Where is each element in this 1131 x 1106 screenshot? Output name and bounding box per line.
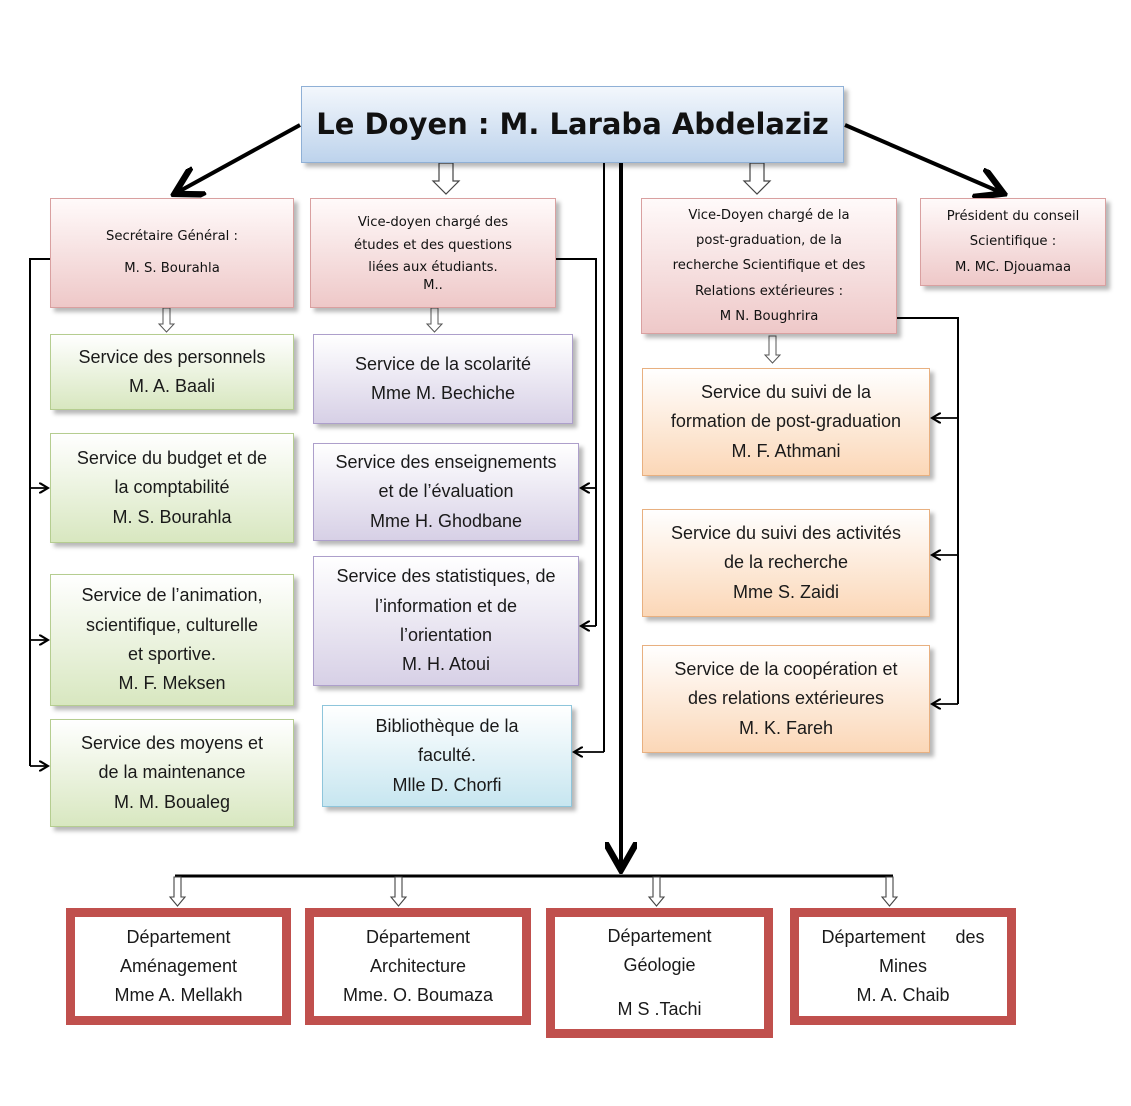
department-architecture: Département Architecture Mme. O. Boumaza [305, 908, 531, 1025]
secretary-box: Secrétaire Général : M. S. Bourahla [50, 198, 294, 308]
department-label: Département [365, 926, 471, 947]
service-title: Service des personnels [78, 346, 266, 367]
service-title: Service des enseignements [335, 452, 557, 472]
arrow-dean-secretary [178, 123, 301, 192]
service-title: de la recherche [723, 552, 849, 573]
department-drop-arrows [168, 876, 899, 907]
department-name: Aménagement [119, 955, 238, 976]
vd-studies-name: M.. [423, 278, 443, 294]
hollow-arrow-vd-studies [431, 162, 461, 195]
service-statistiques: Service des statistiques, de l’informati… [313, 556, 579, 686]
service-title: Service du suivi des activités [670, 523, 902, 543]
library-title: Bibliothèque de la [375, 716, 519, 736]
service-head: M. K. Fareh [738, 717, 834, 738]
service-title: et sportive. [127, 644, 217, 664]
library-head: Mlle D. Chorfi [392, 774, 502, 795]
service-title: Service de l’animation, [81, 585, 263, 606]
vd-postgrad-title-2: post-graduation, de la [696, 233, 842, 249]
vd-postgrad-title-1: Vice-Doyen chargé de la [688, 208, 850, 224]
vd-studies-box: Vice-doyen chargé des études et des ques… [310, 198, 556, 308]
service-head: M. S. Bourahla [112, 506, 232, 527]
department-mines: Département des Mines M. A. Chaib [790, 908, 1016, 1025]
department-head: M. A. Chaib [856, 985, 950, 1006]
dean-label: Le Doyen : M. Laraba Abdelaziz [316, 107, 829, 142]
service-head: M. M. Boualeg [113, 791, 231, 812]
president-box: Président du conseil Scientifique : M. M… [920, 198, 1106, 286]
president-title-2: Scientifique : [969, 234, 1057, 250]
service-head: M. A. Baali [128, 376, 216, 396]
department-amenagement: Département Aménagement Mme A. Mellakh [66, 908, 291, 1025]
vd-studies-title-3: liées aux étudiants. [368, 259, 498, 275]
service-animation: Service de l’animation, scientifique, cu… [50, 574, 294, 706]
service-title: l’orientation [399, 625, 493, 645]
department-head: Mme. O. Boumaza [342, 985, 494, 1006]
service-head: M. F. Meksen [118, 673, 226, 694]
service-title: et de l’évaluation [378, 481, 514, 502]
department-head: Mme A. Mellakh [114, 985, 243, 1006]
vd-postgrad-title-3: recherche Scientifique et des [672, 258, 866, 274]
department-name: Géologie [623, 955, 696, 976]
arrow-dean-president [844, 123, 1000, 192]
service-title: Service du budget et de [76, 448, 268, 468]
president-name: M. MC. Djouamaa [954, 259, 1072, 275]
service-title: la comptabilité [114, 477, 230, 498]
service-maintenance: Service des moyens et de la maintenance … [50, 719, 294, 827]
bracket-secretary [29, 258, 50, 766]
service-title: formation de post-graduation [670, 411, 902, 432]
secretary-title: Secrétaire Général : [106, 229, 238, 245]
president-title-1: Président du conseil [946, 209, 1080, 225]
service-title: de la maintenance [98, 762, 246, 783]
department-name: Architecture [369, 955, 467, 976]
vd-postgrad-name: M N. Boughrira [719, 308, 819, 324]
service-head: Mme S. Zaidi [732, 581, 840, 602]
vd-studies-title-2: études et des questions [353, 237, 513, 253]
service-title: l’information et de [374, 595, 518, 616]
department-name: Mines [878, 955, 927, 976]
service-head: M. H. Atoui [401, 654, 491, 675]
service-title: scientifique, culturelle [85, 614, 259, 635]
service-budget: Service du budget et de la comptabilité … [50, 433, 294, 543]
vd-postgrad-box: Vice-Doyen chargé de la post-graduation,… [641, 198, 897, 334]
service-personnel: Service des personnels M. A. Baali [50, 334, 294, 410]
library-box: Bibliothèque de la faculté. Mlle D. Chor… [322, 705, 572, 807]
service-cooperation: Service de la coopération et des relatio… [642, 645, 930, 753]
vd-studies-title-1: Vice-doyen chargé des [357, 215, 509, 231]
department-label: Département [607, 926, 712, 946]
service-head: M. F. Athmani [731, 440, 841, 461]
service-research: Service du suivi des activités de la rec… [642, 509, 930, 617]
service-head: Mme M. Bechiche [370, 383, 516, 403]
dean-box: Le Doyen : M. Laraba Abdelaziz [301, 86, 844, 163]
service-title: Service du suivi de la [700, 382, 872, 402]
service-postgrad-training: Service du suivi de la formation de post… [642, 368, 930, 476]
service-enseignements: Service des enseignements et de l’évalua… [313, 443, 579, 541]
hollow-arrow-vd-postgrad [742, 162, 772, 195]
service-title: Service de la coopération et [674, 659, 898, 679]
service-title: Service des moyens et [80, 733, 264, 753]
department-label: Département des [821, 926, 985, 947]
department-geologie: Département Géologie M S .Tachi [546, 908, 773, 1038]
service-title: Service des statistiques, de [336, 566, 556, 587]
secretary-name: M. S. Bourahla [124, 261, 220, 276]
department-head: M S .Tachi [617, 998, 702, 1019]
service-scolarite: Service de la scolarité Mme M. Bechiche [313, 334, 573, 424]
vd-postgrad-title-4: Relations extérieures : [694, 283, 844, 299]
service-head: Mme H. Ghodbane [369, 510, 523, 531]
department-label: Département [126, 926, 231, 947]
library-title: faculté. [417, 745, 477, 766]
service-title: des relations extérieures [687, 688, 885, 709]
service-title: Service de la scolarité [354, 353, 532, 374]
